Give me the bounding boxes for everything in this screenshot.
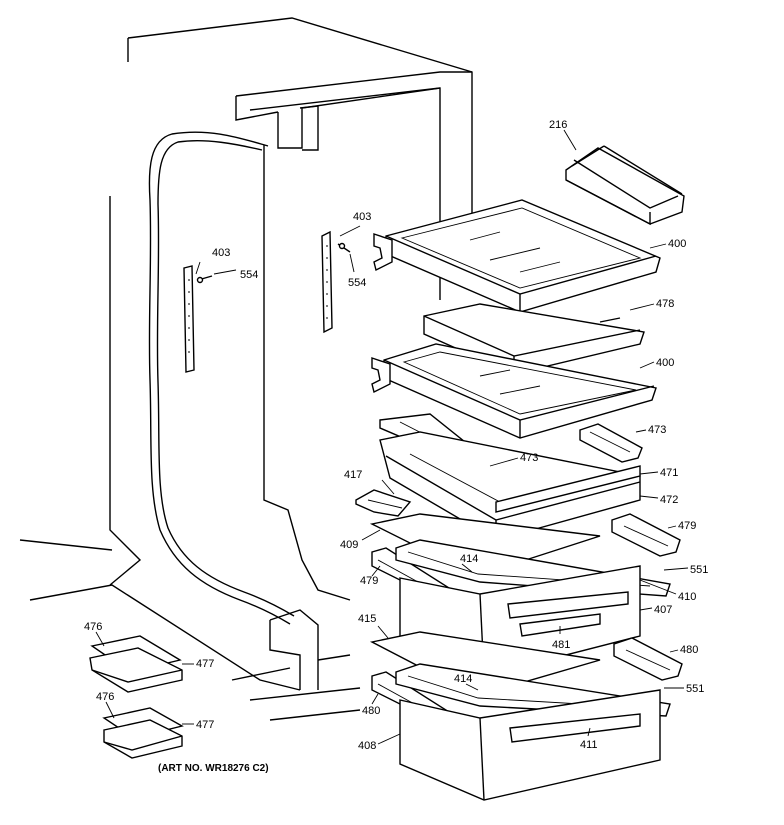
art-number-caption: (ART NO. WR18276 C2) <box>158 763 269 774</box>
label-407: 407 <box>654 604 672 616</box>
label-479-right: 479 <box>678 520 696 532</box>
shelf-ladder-right <box>321 230 333 334</box>
label-477-upper: 477 <box>196 658 214 670</box>
label-414-upper: 414 <box>460 553 478 565</box>
glass-shelf-400-lower <box>371 343 657 439</box>
door-bin-216 <box>565 145 685 226</box>
label-554-right: 554 <box>348 277 366 289</box>
label-554-left: 554 <box>240 269 258 281</box>
label-473-right: 473 <box>648 424 666 436</box>
label-472: 472 <box>660 494 678 506</box>
label-417: 417 <box>344 469 362 481</box>
snack-pan-477-lower <box>103 719 183 759</box>
label-476-upper: 476 <box>84 621 102 633</box>
label-414-lower: 414 <box>454 673 472 685</box>
label-400-lower: 400 <box>656 357 674 369</box>
shelf-ladder-left <box>183 265 195 373</box>
glass-shelf-400-upper <box>373 199 661 313</box>
screw-right <box>337 242 351 253</box>
slide-rail-473 <box>579 423 643 463</box>
screw-left <box>196 275 213 284</box>
crisper-pan-471 <box>379 431 641 541</box>
label-480-right: 480 <box>680 644 698 656</box>
label-473-center: 473 <box>520 452 538 464</box>
cabinet-shell <box>19 17 473 721</box>
label-478: 478 <box>656 298 674 310</box>
label-481: 481 <box>552 639 570 651</box>
drawer-408 <box>399 689 661 801</box>
label-551-lower: 551 <box>686 683 704 695</box>
leader-lines <box>95 129 689 745</box>
label-400-upper: 400 <box>668 238 686 250</box>
door-gasket <box>148 131 295 625</box>
snack-pan-477-upper <box>89 647 183 693</box>
label-480-left: 480 <box>362 705 380 717</box>
label-476-lower: 476 <box>96 691 114 703</box>
part-labels: 216 400 403 554 403 554 478 400 473 473 … <box>84 119 708 752</box>
label-408: 408 <box>358 740 376 752</box>
label-415: 415 <box>358 613 376 625</box>
label-410: 410 <box>678 591 696 603</box>
slide-rail-480-right <box>613 637 683 681</box>
label-411: 411 <box>580 739 598 751</box>
slide-rail-479-right <box>611 513 681 557</box>
label-409: 409 <box>340 539 358 551</box>
rail-417 <box>355 489 412 517</box>
label-216: 216 <box>549 119 567 131</box>
label-477-lower: 477 <box>196 719 214 731</box>
label-551-upper: 551 <box>690 564 708 576</box>
label-403-left: 403 <box>212 247 230 259</box>
label-471: 471 <box>660 467 678 479</box>
label-479-left: 479 <box>360 575 378 587</box>
label-403-right: 403 <box>353 211 371 223</box>
